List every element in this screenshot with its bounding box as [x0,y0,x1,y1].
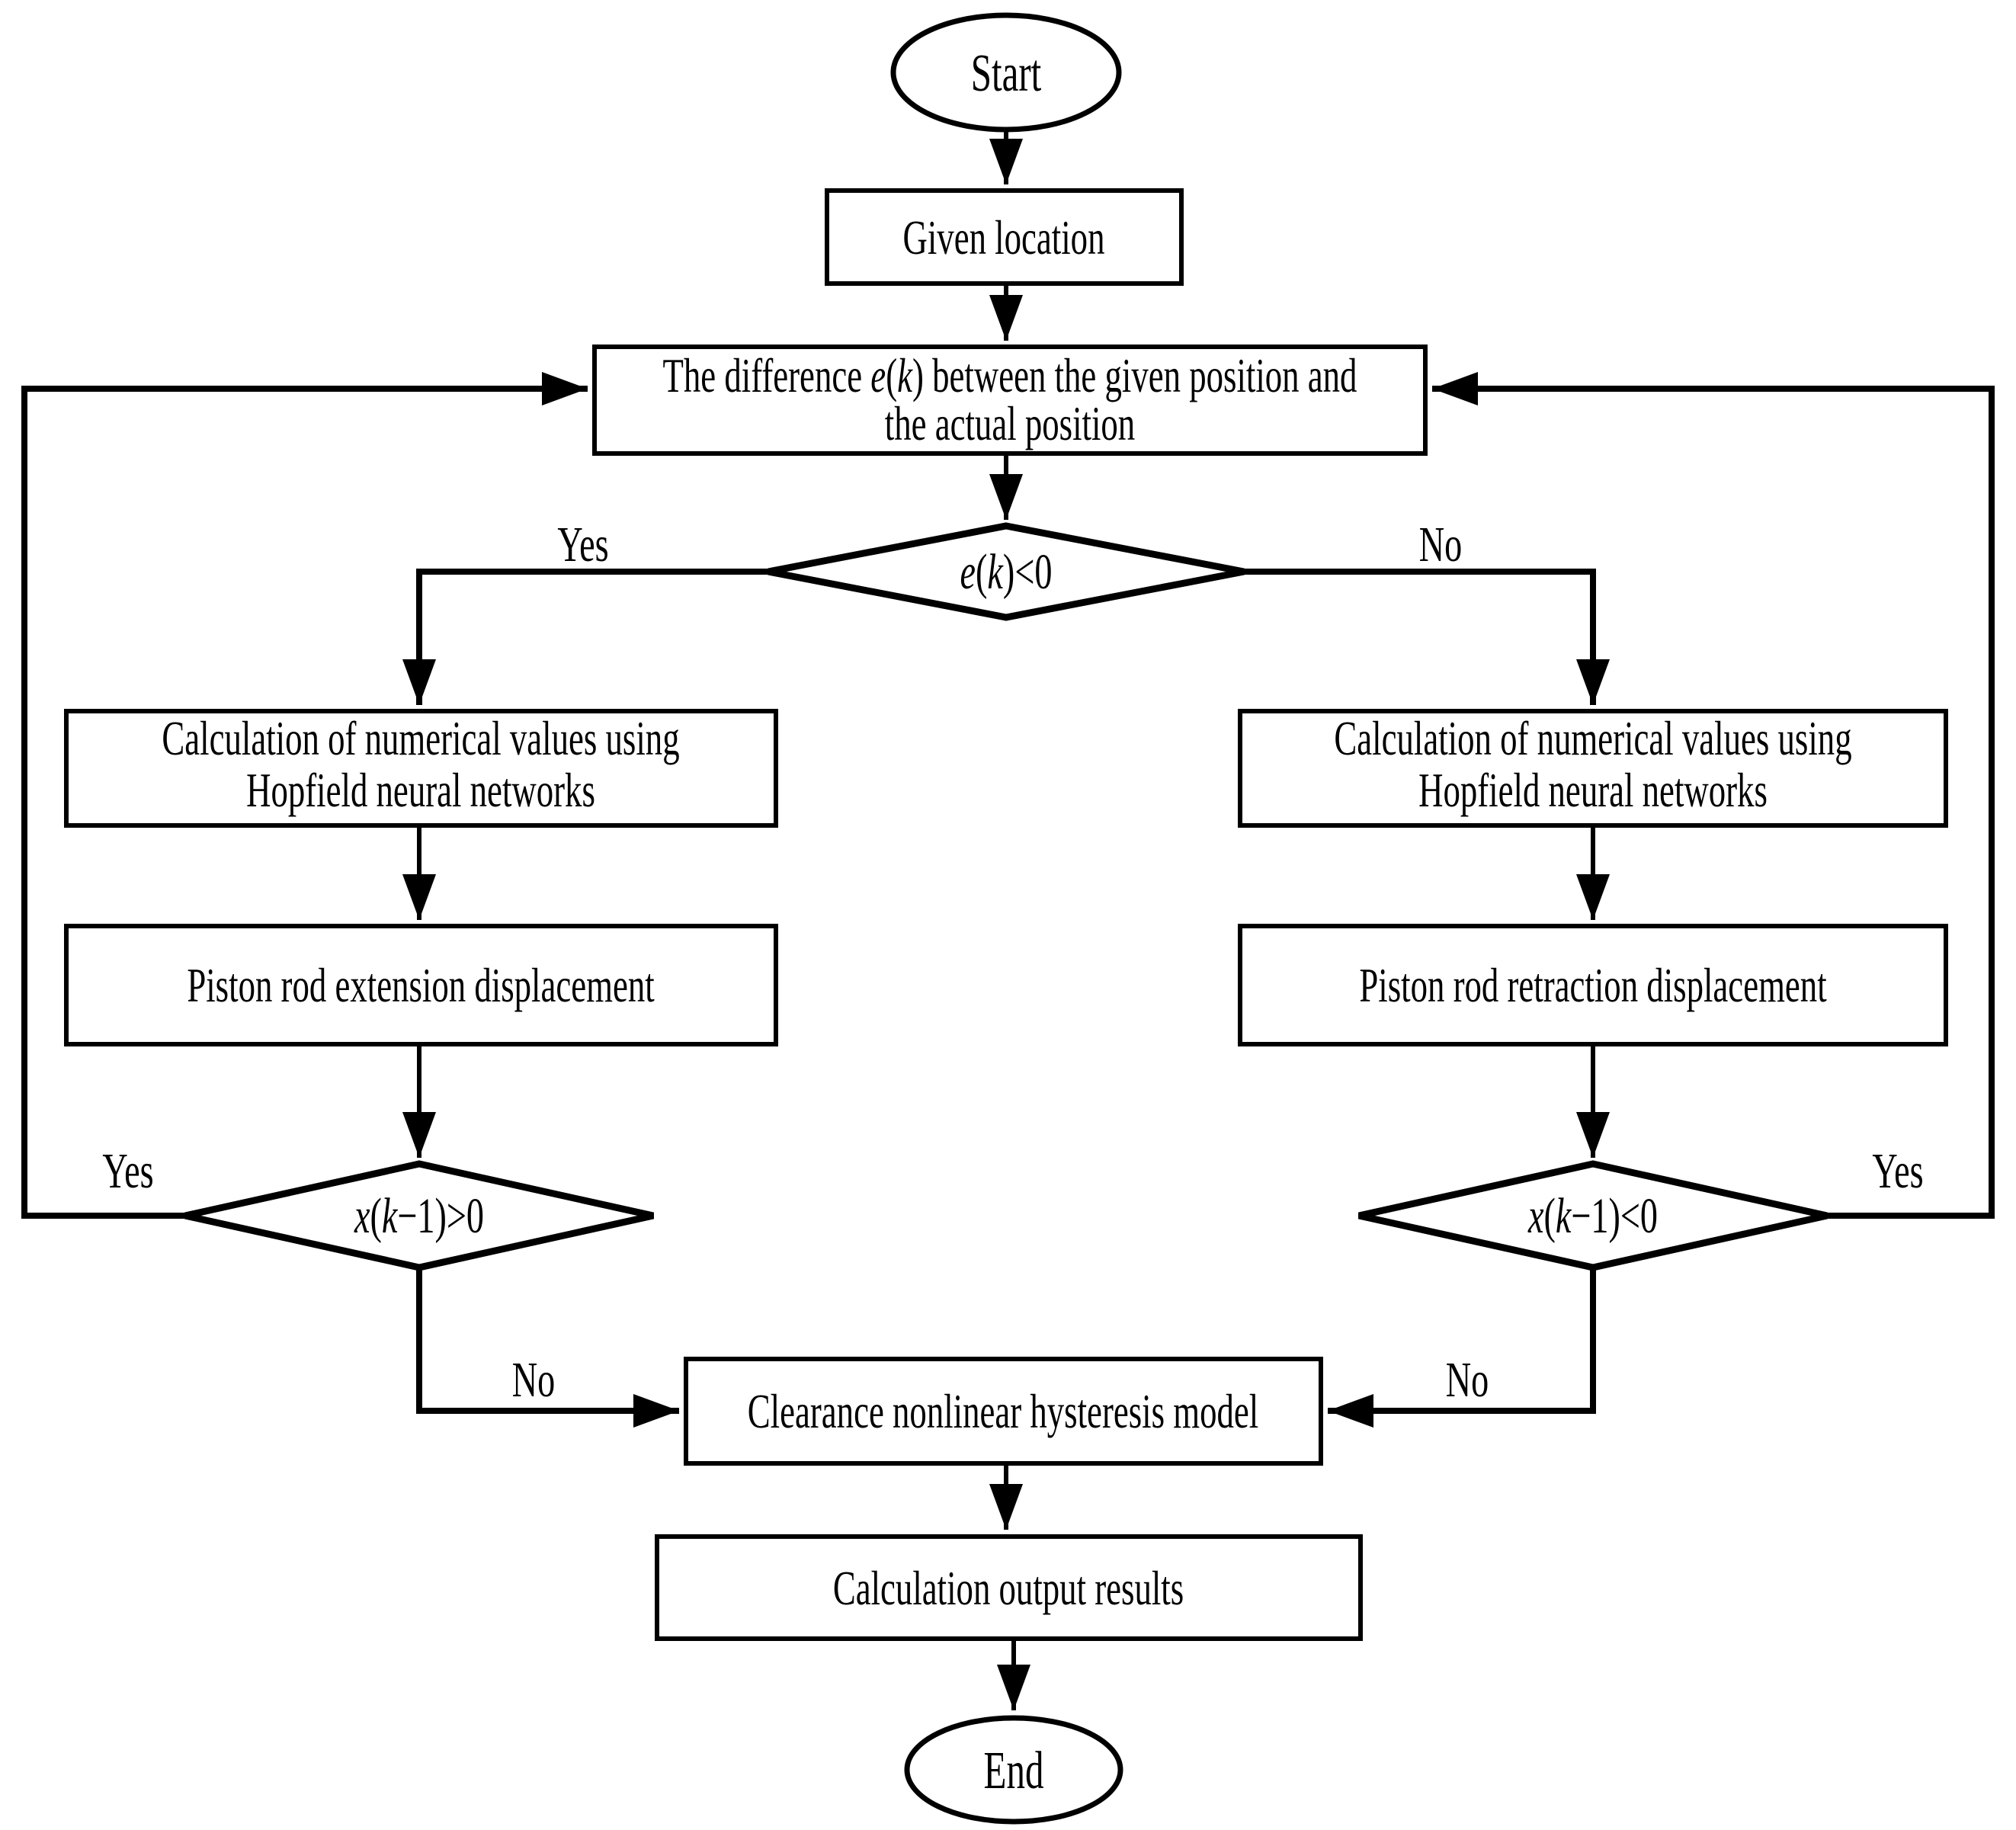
ek-decision-label: e(k)<0 [960,544,1053,600]
label-part: )<0 [1003,544,1053,600]
piston-extension-node: Piston rod extension displacement [64,924,778,1046]
xk-left-no-label: No [512,1352,555,1408]
difference-label-line2: the actual position [885,396,1135,450]
label-part: ( [370,1188,381,1244]
difference-box [592,345,1428,456]
end-label: End [984,1742,1044,1801]
edge-xk-left-yes-loop-to-difference [21,372,588,1219]
edge-xk-right-yes-loop-to-difference [1432,372,1995,1219]
math-k-italic: k [382,1188,399,1244]
xk-left-decision-label: x(k−1)>0 [354,1188,484,1244]
math-k-italic: k [987,544,1004,600]
xk-right-decision-diamond [1358,1160,1828,1271]
difference-label-line1: The difference e(k) between the given po… [663,348,1357,402]
given-location-node: Given location [825,188,1184,286]
label-part: ) between the given position and [912,348,1357,402]
xk-left-yes-label: Yes [102,1143,153,1199]
xk-left-decision-node: x(k−1)>0 [184,1160,654,1271]
piston-extension-box [64,924,778,1046]
xk-right-no-label: No [1446,1352,1489,1408]
output-results-box [655,1534,1363,1641]
label-part: ( [1543,1188,1555,1244]
edge-xk-left-no-to-clearance [416,1268,679,1428]
clearance-model-label: Clearance nonlinear hysteresis model [748,1384,1258,1438]
ek-decision-diamond [768,522,1245,621]
xk-left-decision-diamond [184,1160,654,1271]
piston-extension-label: Piston rod extension displacement [187,958,655,1012]
edge-xk-right-no-to-clearance [1328,1268,1596,1428]
label-part: The difference [663,348,871,402]
piston-retraction-node: Piston rod retraction displacement [1238,924,1948,1046]
piston-retraction-label: Piston rod retraction displacement [1359,958,1827,1012]
calc-right-label-line1: Calculation of numerical values using [1334,711,1851,765]
calc-right-box [1238,709,1948,828]
end-terminator-shape [904,1715,1123,1825]
calc-right-node: Calculation of numerical values using Ho… [1238,709,1948,828]
end-node: End [904,1715,1123,1825]
start-label: Start [971,44,1042,104]
start-terminator-shape [890,12,1122,133]
xk-right-decision-node: x(k−1)<0 [1358,1160,1828,1271]
xk-right-decision-label: x(k−1)<0 [1527,1188,1658,1244]
difference-node: The difference e(k) between the given po… [592,345,1428,456]
start-node: Start [890,12,1122,133]
ek-decision-node: e(k)<0 [768,522,1245,621]
math-e-italic: e [960,544,976,600]
ek-no-label: No [1419,517,1462,572]
edge-ek-no-to-calc-right [1244,569,1610,705]
label-part: −1)<0 [1571,1188,1658,1244]
clearance-model-box [684,1357,1323,1466]
piston-retraction-box [1238,924,1948,1046]
math-k-italic: k [1556,1188,1572,1244]
given-location-box [825,188,1184,286]
xk-right-yes-label: Yes [1872,1143,1923,1199]
edges [21,130,1995,1710]
ek-yes-label: Yes [557,517,608,572]
label-part: ( [976,544,987,600]
calc-left-box [64,709,778,828]
calc-left-label-line2: Hopfield neural networks [246,763,595,817]
math-e-italic: e [870,348,886,402]
output-results-label: Calculation output results [833,1561,1184,1615]
calc-left-node: Calculation of numerical values using Ho… [64,709,778,828]
calc-right-label-line2: Hopfield neural networks [1418,763,1768,817]
math-x-italic: x [1527,1188,1543,1244]
label-part: ( [886,348,897,402]
output-results-node: Calculation output results [655,1534,1363,1641]
label-part: −1)>0 [397,1188,484,1244]
math-x-italic: x [354,1188,370,1244]
calc-left-label-line1: Calculation of numerical values using [162,711,679,765]
edge-labels: Yes No Yes Yes No No [102,517,1923,1408]
math-k-italic: k [897,348,913,402]
clearance-model-node: Clearance nonlinear hysteresis model [684,1357,1323,1466]
edge-ek-yes-to-calc-left [402,569,768,705]
given-location-label: Given location [903,210,1105,264]
